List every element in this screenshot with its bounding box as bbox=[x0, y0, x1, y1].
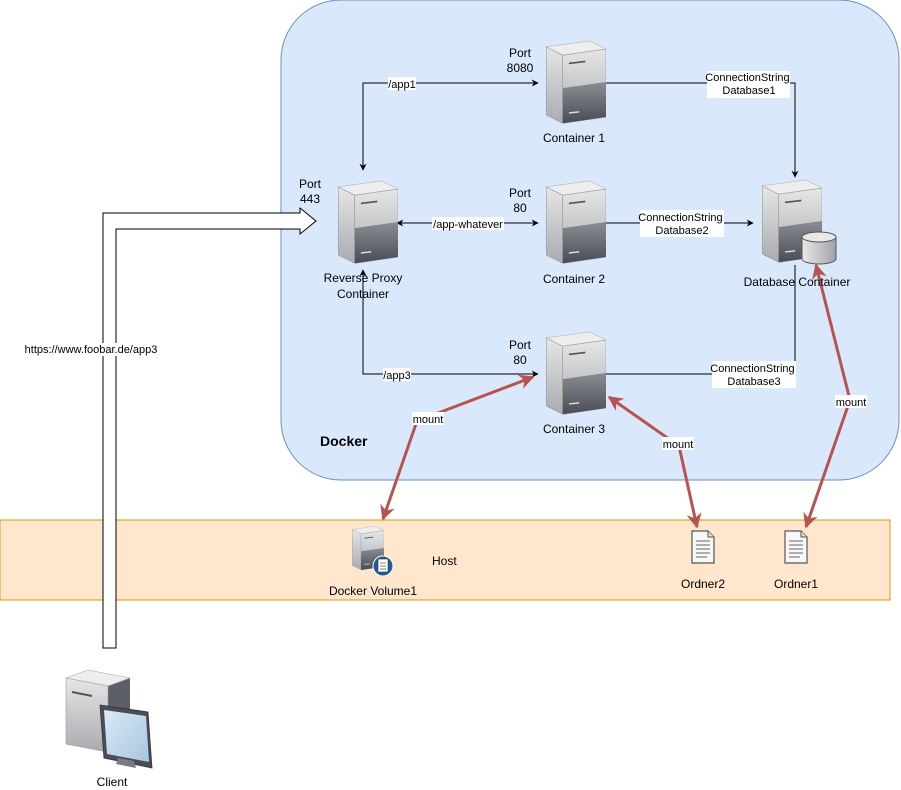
host-label: Host bbox=[432, 554, 457, 568]
reverse-proxy-port-number: 443 bbox=[300, 192, 320, 206]
container2-port-label: Port bbox=[509, 186, 532, 200]
container1-node[interactable]: Port 8080 Container 1 bbox=[507, 40, 606, 145]
ordner2-name: Ordner2 bbox=[681, 577, 725, 591]
client-arrow[interactable] bbox=[102, 206, 317, 649]
edge-label-mount-volume: mount bbox=[413, 414, 444, 426]
desktop-computer-icon bbox=[64, 669, 153, 769]
volume-badge-icon bbox=[372, 555, 394, 577]
reverse-proxy-node[interactable]: Port 443 Reverse Proxy Container bbox=[299, 177, 402, 301]
edge-label-conn3: ConnectionString Database3 bbox=[710, 363, 797, 388]
server-icon bbox=[545, 331, 606, 415]
edge-label-mount-ordner1: mount bbox=[836, 397, 867, 409]
reverse-proxy-name-line1: Reverse Proxy bbox=[324, 271, 403, 285]
edge-conn1[interactable] bbox=[606, 82, 799, 178]
database-name: Database Container bbox=[744, 275, 851, 289]
document-icon bbox=[691, 530, 715, 564]
document-icon bbox=[784, 530, 808, 564]
container1-name: Container 1 bbox=[543, 131, 605, 145]
reverse-proxy-port-label: Port bbox=[299, 177, 322, 191]
edge-app3[interactable] bbox=[359, 269, 539, 378]
edge-label-conn1: ConnectionString Database1 bbox=[705, 72, 792, 97]
edge-app1[interactable] bbox=[359, 79, 539, 171]
client-name: Client bbox=[97, 775, 128, 789]
docker-volume-name: Docker Volume1 bbox=[329, 584, 417, 598]
ordner2-node[interactable]: Ordner2 bbox=[681, 530, 725, 591]
docker-volume-node[interactable]: Docker Volume1 bbox=[329, 525, 417, 598]
container1-port-label: Port bbox=[509, 46, 532, 60]
server-icon bbox=[545, 180, 606, 264]
client-node[interactable]: Client bbox=[64, 669, 153, 789]
database-icon bbox=[801, 231, 837, 265]
docker-label: Docker bbox=[320, 433, 368, 449]
container3-port-number: 80 bbox=[513, 353, 527, 367]
server-icon bbox=[545, 40, 606, 124]
edge-label-mount-ordner2: mount bbox=[663, 439, 694, 451]
database-node[interactable]: Database Container bbox=[744, 179, 851, 289]
container1-port-number: 8080 bbox=[507, 61, 534, 75]
container3-port-label: Port bbox=[509, 338, 532, 352]
container2-name: Container 2 bbox=[543, 272, 605, 286]
ordner1-node[interactable]: Ordner1 bbox=[774, 530, 818, 591]
edge-label-app3: /app3 bbox=[383, 370, 411, 382]
container3-node[interactable]: Port 80 Container 3 bbox=[509, 331, 606, 436]
container3-name: Container 3 bbox=[543, 422, 605, 436]
host-group bbox=[0, 519, 891, 601]
ordner1-name: Ordner1 bbox=[774, 577, 818, 591]
edge-label-conn2: ConnectionString Database2 bbox=[638, 212, 725, 237]
edge-label-client-url: https://www.foobar.de/app3 bbox=[25, 344, 158, 356]
reverse-proxy-name-line2: Container bbox=[337, 287, 389, 301]
edge-label-app-whatever: /app-whatever bbox=[433, 219, 503, 231]
container2-node[interactable]: Port 80 Container 2 bbox=[509, 180, 606, 286]
container2-port-number: 80 bbox=[513, 201, 527, 215]
edge-label-app1: /app1 bbox=[388, 79, 416, 91]
server-icon bbox=[337, 180, 398, 264]
